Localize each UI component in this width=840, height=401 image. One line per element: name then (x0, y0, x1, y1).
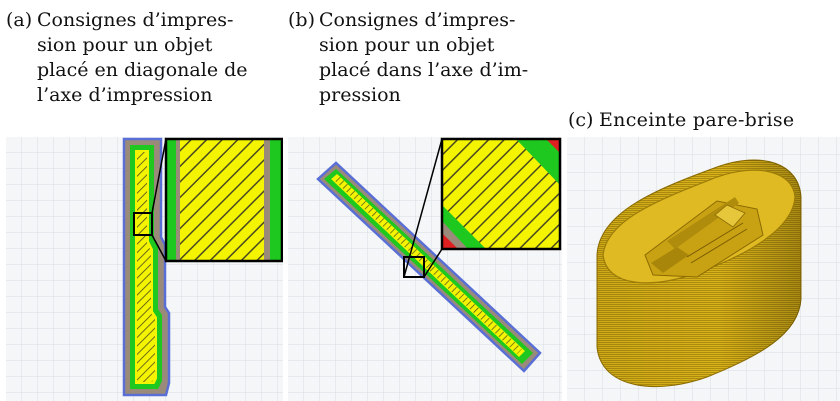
caption-b: (b)Consignes d’impres- sion pour un obje… (288, 8, 528, 108)
draft-shield-3d-view (567, 137, 840, 401)
infill (333, 175, 522, 354)
infill (137, 152, 155, 382)
zoom-line (423, 248, 443, 278)
zoom-marker (403, 256, 425, 278)
toolpath-preview-aligned (288, 137, 562, 401)
zoom-line (403, 138, 443, 278)
caption-line: l’axe d’impression (37, 84, 213, 106)
stamp-part (644, 197, 764, 278)
caption-tag: (b) (288, 9, 315, 31)
zoom-inset (440, 137, 562, 251)
toolpath-preview-diagonal-svg (6, 137, 283, 401)
caption-tag: (a) (6, 9, 33, 31)
draft-shield-3d-view-svg (567, 137, 840, 401)
caption-line: placé dans l’axe d’im- (319, 59, 529, 81)
caption-a: (a)Consignes d’impres- sion pour un obje… (6, 8, 248, 108)
zoom-line (151, 138, 167, 214)
caption-line: placé en diagonale de (37, 59, 248, 81)
caption-line: Enceinte pare-brise (599, 109, 795, 131)
zoom-marker (133, 212, 153, 236)
caption-line: sion pour un objet (319, 34, 495, 56)
toolpath-preview-diagonal (6, 137, 283, 401)
caption-line: Consignes d’impres- (37, 9, 234, 31)
toolpath-preview-aligned-svg (288, 137, 562, 401)
caption-line: pression (319, 84, 401, 106)
caption-line: Consignes d’impres- (319, 9, 516, 31)
zoom-inset (164, 137, 283, 263)
caption-tag: (c) (568, 109, 594, 131)
caption-line: sion pour un objet (37, 34, 213, 56)
zoom-line (151, 234, 167, 262)
